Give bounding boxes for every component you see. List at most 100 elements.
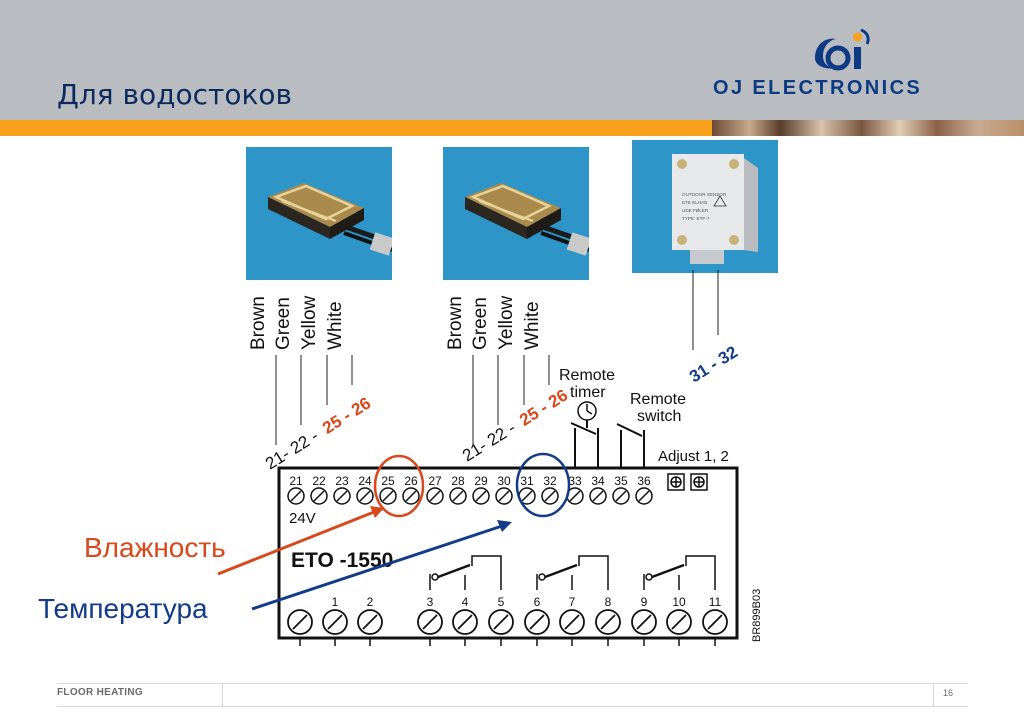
bottom-terminal-4: 4 bbox=[462, 595, 469, 609]
terminal-map-left: 21- 22 - 25 - 26 bbox=[262, 394, 374, 474]
slide-header bbox=[0, 0, 1024, 120]
screw-terminal-icon bbox=[559, 609, 585, 635]
adjust-2-icon bbox=[690, 473, 708, 491]
screw-terminal-icon bbox=[417, 609, 443, 635]
temperature-label: Температура bbox=[38, 593, 208, 624]
top-terminal-33: 33 bbox=[568, 474, 582, 488]
footer-divider bbox=[222, 683, 223, 706]
top-terminal-22: 22 bbox=[312, 474, 326, 488]
screw-terminal-icon bbox=[402, 487, 420, 505]
top-terminal-24: 24 bbox=[358, 474, 372, 488]
top-terminal-25: 25 bbox=[381, 474, 395, 488]
outdoor-sensor-photo: OUTDOOR SENSOR ETE ELHAB UDE FØLER TYPE:… bbox=[632, 140, 778, 273]
humidity-label: Влажность bbox=[84, 532, 226, 563]
screw-terminal-icon bbox=[635, 487, 653, 505]
screw-terminal-icon bbox=[488, 609, 514, 635]
top-terminal-32: 32 bbox=[543, 474, 557, 488]
top-terminal-35: 35 bbox=[614, 474, 628, 488]
temperature-arrow bbox=[251, 524, 503, 611]
controller-code: BR899B03 bbox=[751, 589, 763, 642]
screw-terminal-icon bbox=[310, 487, 328, 505]
screw-terminal-icon bbox=[541, 487, 559, 505]
logo-text: OJ ELECTRONICS bbox=[713, 77, 923, 99]
screw-terminal-icon bbox=[379, 487, 397, 505]
bottom-terminal-10: 10 bbox=[672, 595, 686, 609]
outdoor-sensor-label-2: ETE ELHAB bbox=[682, 200, 707, 205]
screw-terminal-icon bbox=[449, 487, 467, 505]
bottom-terminal-numbers: 1 2 3 4 5 6 7 8 9 10 11 bbox=[332, 595, 722, 609]
screw-terminal-icon bbox=[287, 487, 305, 505]
screw-terminal-icon bbox=[472, 487, 490, 505]
left-sensor-wires bbox=[275, 355, 353, 445]
screw-terminal-icon bbox=[631, 609, 657, 635]
oj-logo-icon bbox=[815, 28, 870, 71]
screw-terminal-icon bbox=[524, 609, 550, 635]
bottom-terminal-1: 1 bbox=[332, 595, 339, 609]
remote-timer-label-1: Remote bbox=[559, 367, 615, 384]
screw-terminal-icon bbox=[495, 487, 513, 505]
top-terminal-26: 26 bbox=[404, 474, 418, 488]
wire-label-brown-left: Brown bbox=[248, 296, 269, 350]
clock-icon bbox=[577, 401, 597, 421]
humidity-terminals-highlight bbox=[373, 454, 425, 518]
humidity-arrowhead bbox=[370, 506, 384, 518]
slide-title: Для водостоков bbox=[57, 78, 293, 111]
relay-3 bbox=[643, 555, 716, 590]
remote-switch-contact bbox=[616, 423, 645, 470]
bottom-terminal-6: 6 bbox=[534, 595, 541, 609]
outdoor-sensor-label-4: TYPE: ETF-? bbox=[682, 216, 710, 221]
wire-label-green-right: Green bbox=[470, 297, 491, 350]
outdoor-sensor-label-3: UDE FØLER bbox=[682, 208, 709, 213]
screw-terminal-icon bbox=[666, 609, 692, 635]
temperature-terminals-highlight bbox=[515, 452, 571, 518]
bottom-terminal-11: 11 bbox=[709, 595, 722, 609]
screw-terminal-icon bbox=[357, 609, 383, 635]
temperature-arrowhead bbox=[497, 520, 512, 532]
relay-contacts bbox=[429, 555, 716, 590]
voltage-label: 24V bbox=[289, 510, 316, 527]
wire-label-yellow-left: Yellow bbox=[299, 295, 320, 350]
top-terminal-29: 29 bbox=[474, 474, 488, 488]
top-terminal-36: 36 bbox=[637, 474, 651, 488]
terminal-map-left-common: 21- 22 - bbox=[262, 426, 322, 473]
remote-switch-label-1: Remote bbox=[630, 391, 686, 408]
screw-terminal-icon bbox=[595, 609, 621, 635]
wire-label-white-right: White bbox=[522, 301, 543, 350]
bottom-terminal-8: 8 bbox=[605, 595, 612, 609]
footer-section-label: FLOOR HEATING bbox=[57, 687, 143, 698]
screw-terminal-icon bbox=[589, 487, 607, 505]
screw-terminal-icon bbox=[356, 487, 374, 505]
top-terminal-27: 27 bbox=[428, 474, 442, 488]
screw-terminal-icon bbox=[702, 609, 728, 635]
top-terminal-34: 34 bbox=[591, 474, 605, 488]
bottom-terminal-5: 5 bbox=[498, 595, 505, 609]
footer-divider bbox=[933, 683, 934, 706]
accent-bar bbox=[0, 120, 712, 136]
wire-label-yellow-right: Yellow bbox=[496, 295, 517, 350]
remote-switch-label-2: switch bbox=[637, 408, 681, 425]
bottom-terminal-7: 7 bbox=[569, 595, 576, 609]
controller-model: ETO -1550 bbox=[291, 549, 393, 572]
wire-label-brown-right: Brown bbox=[445, 296, 466, 350]
footer-top-rule bbox=[57, 683, 968, 684]
relay-1 bbox=[429, 555, 502, 590]
top-terminal-numbers: 21 22 23 24 25 26 27 28 29 30 31 32 33 3… bbox=[289, 474, 651, 488]
screw-terminal-icon bbox=[322, 609, 348, 635]
page-number: 16 bbox=[943, 688, 954, 698]
outdoor-sensor-label-1: OUTDOOR SENSOR bbox=[682, 192, 727, 197]
screw-terminal-icon bbox=[287, 609, 313, 635]
adjust-1-icon bbox=[667, 473, 685, 491]
screw-terminal-icon bbox=[452, 609, 478, 635]
adjust-label: Adjust 1, 2 bbox=[658, 448, 729, 465]
top-terminal-23: 23 bbox=[335, 474, 349, 488]
relay-2 bbox=[536, 555, 609, 590]
right-sensor-wires bbox=[472, 355, 550, 445]
outdoor-sensor-wires bbox=[692, 270, 719, 350]
header-photo-strip bbox=[712, 120, 1024, 136]
screw-terminal-icon bbox=[612, 487, 630, 505]
bottom-terminal-2: 2 bbox=[367, 595, 374, 609]
footer-bottom-rule bbox=[57, 706, 968, 707]
humidity-arrow bbox=[217, 510, 375, 576]
wire-label-white-left: White bbox=[325, 301, 346, 350]
